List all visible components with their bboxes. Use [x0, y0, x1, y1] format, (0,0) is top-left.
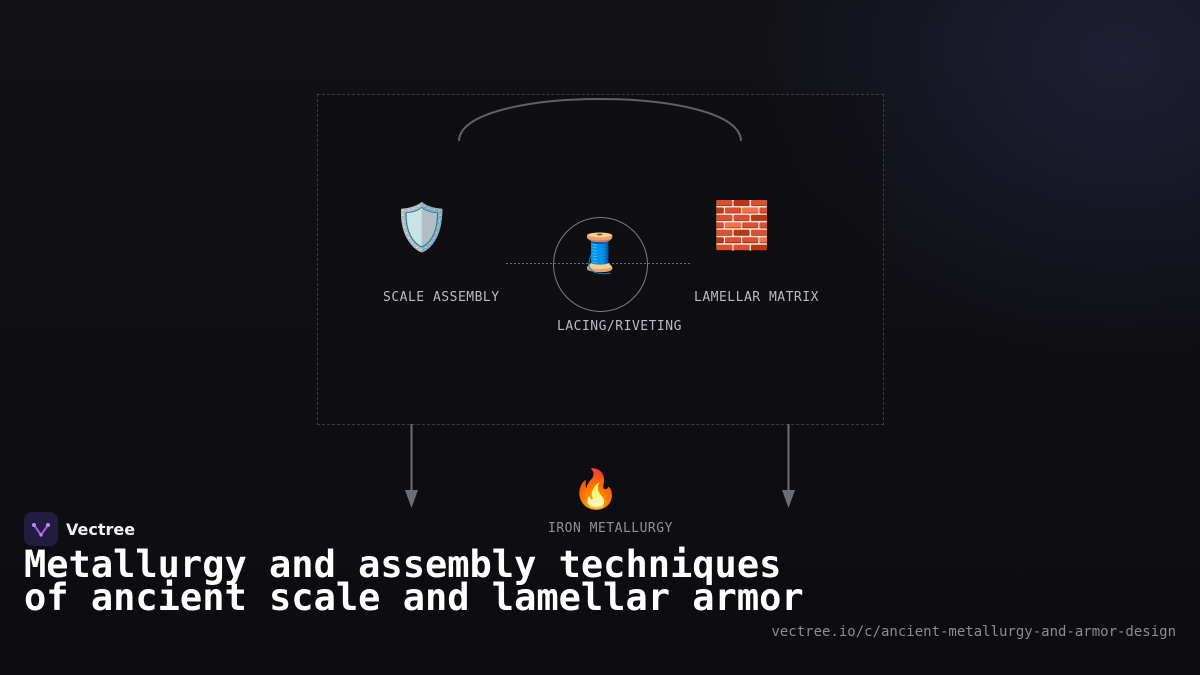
thread-spool-icon: 🧵: [576, 231, 624, 275]
scale-assembly-label: SCALE ASSEMBLY: [383, 290, 500, 305]
fire-icon: 🔥: [572, 467, 620, 511]
iron-metallurgy-label: IRON METALLURGY: [548, 521, 673, 536]
top-arc-connector: [458, 98, 742, 142]
left-arrowhead: [405, 490, 418, 508]
brick-wall-icon: 🧱: [713, 198, 771, 252]
brand-name: Vectree: [66, 519, 136, 539]
vectree-logo-icon: [24, 512, 58, 546]
brand: Vectree: [24, 512, 135, 546]
page-title: Metallurgy and assembly techniques of an…: [24, 543, 804, 619]
shield-icon: 🛡️: [393, 200, 451, 254]
right-arrowhead: [782, 490, 795, 508]
lamellar-matrix-label: LAMELLAR MATRIX: [694, 290, 819, 305]
lacing-riveting-label: LACING/RIVETING: [557, 319, 682, 334]
source-url[interactable]: vectree.io/c/ancient-metallurgy-and-armo…: [771, 624, 1176, 640]
lacing-hub-ring: [553, 217, 648, 312]
